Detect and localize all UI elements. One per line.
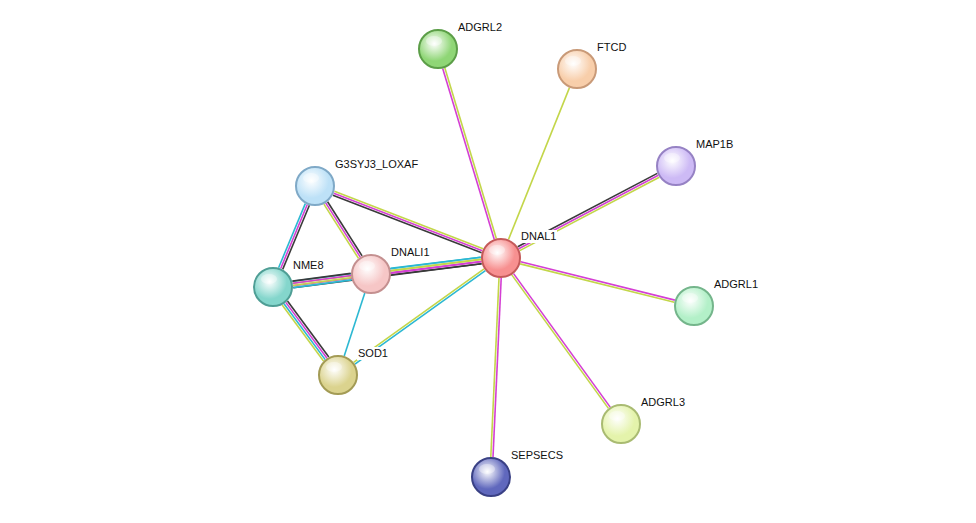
node-highlight [261, 274, 277, 284]
evidence-line [286, 302, 327, 358]
evidence-line [521, 262, 675, 300]
protein-node: DNALI1 [351, 254, 391, 294]
node-label: DNAL1 [520, 230, 557, 243]
evidence-line [520, 177, 660, 250]
protein-node: SOD1 [318, 355, 358, 395]
node-label: G3SYJ3_LOXAF [334, 158, 419, 171]
node-label: MAP1B [695, 138, 734, 151]
node-highlight [682, 293, 698, 303]
protein-node: G3SYJ3_LOXAF [295, 166, 335, 206]
node-highlight [609, 411, 625, 421]
node-highlight [479, 464, 495, 474]
protein-node: ADGRL2 [418, 29, 458, 69]
node-label: SOD1 [357, 347, 389, 360]
evidence-line [293, 280, 351, 288]
interaction-edge [333, 191, 483, 253]
node-label: FTCD [596, 41, 627, 54]
node-label: NME8 [292, 259, 325, 272]
node-highlight [303, 173, 319, 183]
protein-node: ADGRL1 [674, 286, 714, 326]
evidence-line [491, 278, 499, 457]
evidence-line [326, 203, 361, 257]
interaction-edge [491, 278, 501, 457]
interaction-edge [509, 88, 570, 240]
evidence-line [288, 301, 329, 357]
node-label: DNALI1 [390, 246, 431, 259]
evidence-line [512, 275, 609, 409]
evidence-line [324, 204, 359, 258]
evidence-line [282, 305, 323, 361]
node-highlight [326, 362, 342, 372]
interaction-edge [282, 301, 329, 361]
evidence-line [519, 175, 659, 248]
node-highlight [426, 36, 442, 46]
evidence-line [445, 68, 497, 239]
protein-node: ADGRL3 [601, 404, 641, 444]
interaction-edge [324, 202, 362, 259]
protein-node: SEPSECS [471, 457, 511, 497]
protein-node: MAP1B [656, 146, 696, 186]
protein-node: NME8 [253, 267, 293, 307]
node-highlight [664, 153, 680, 163]
protein-node: DNAL1 [481, 238, 521, 278]
interaction-edge [292, 273, 351, 287]
node-label: ADGRL3 [640, 396, 686, 409]
node-label: ADGRL2 [457, 21, 503, 34]
node-label: ADGRL1 [713, 278, 759, 291]
evidence-line [334, 193, 483, 251]
evidence-line [518, 173, 658, 246]
evidence-line [284, 304, 325, 360]
node-highlight [565, 56, 581, 66]
evidence-line [520, 264, 674, 302]
node-label: SEPSECS [510, 449, 564, 462]
evidence-line [328, 202, 363, 256]
evidence-line [334, 191, 483, 249]
protein-node: FTCD [557, 49, 597, 89]
node-highlight [359, 261, 375, 271]
evidence-line [509, 88, 570, 240]
interaction-edge [518, 173, 660, 250]
interaction-edge [443, 68, 497, 239]
evidence-line [514, 274, 611, 408]
interaction-edge [520, 262, 675, 302]
node-highlight [489, 245, 505, 255]
evidence-line [443, 69, 495, 240]
interaction-edge [512, 274, 610, 409]
